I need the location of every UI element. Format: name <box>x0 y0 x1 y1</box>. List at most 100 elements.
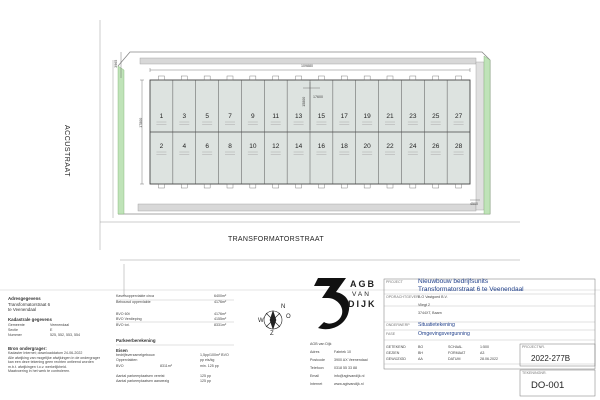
unit-number: 4 <box>182 143 186 150</box>
unit-number: 19 <box>364 113 372 120</box>
drawing-number-label: TEKENINGNR. <box>522 371 547 375</box>
unit-door <box>432 75 439 81</box>
unit-door <box>455 183 462 189</box>
unit-door <box>203 183 211 189</box>
compass-w: W <box>258 318 264 324</box>
compass-o: O <box>286 314 291 320</box>
unit-number: 27 <box>455 113 463 120</box>
drawing-value: Situatietekening <box>418 322 455 328</box>
source-note-line: kan een deze tekening geen rechten ontle… <box>8 360 94 365</box>
unit-number: 8 <box>228 143 232 150</box>
unit-number: 26 <box>432 143 440 150</box>
unit-number: 12 <box>272 143 280 150</box>
source-note-line: Kadaster Internet; downloaddatum 24-06-2… <box>8 351 83 355</box>
unit-door <box>272 183 279 189</box>
unit-door <box>181 183 188 189</box>
unit-number: 10 <box>249 143 257 150</box>
contact-value: Fabriek 10 <box>334 350 351 354</box>
unit-door <box>249 75 257 81</box>
meta-label-2: DATUM <box>448 357 461 361</box>
client-line-3: 3744XT, Baarn <box>418 311 442 315</box>
meta-label-2: SCHAAL <box>448 345 463 349</box>
unit-door <box>363 183 371 189</box>
unit-door <box>455 75 462 81</box>
green-verge-left <box>117 65 125 215</box>
client-line-2: Vliegt 2 <box>418 303 430 307</box>
unit-number: 1 <box>160 113 164 120</box>
meta-value-2: 1:500 <box>480 345 489 349</box>
unit-door <box>341 75 348 81</box>
meta-label: GEZIEN <box>386 351 400 355</box>
cadastral-value: Veenendaal <box>50 323 69 327</box>
contact-label: AGB van Dijk <box>310 342 332 346</box>
address-line-1: Transformatorstraat 6 <box>8 302 51 307</box>
area-label: Bebouwd oppervlakte <box>116 300 151 304</box>
area-label: BVO Verdieping <box>116 317 142 321</box>
unit-number: 25 <box>432 113 440 120</box>
phase-value: Omgevingsvergunning <box>418 331 470 337</box>
meta-label: GEWIJZIGD <box>386 357 406 361</box>
cadastral-value: E <box>50 328 53 332</box>
agb-logo-mark <box>314 278 350 330</box>
drawing-label: ONDERWERP <box>386 323 410 327</box>
area-label: Kavelsopperviakte circa <box>116 294 154 298</box>
address-title: Adresgegevens <box>8 296 41 301</box>
area-value: 6400m² <box>214 294 227 298</box>
project-title: Nieuwbouw bedrijfsunits <box>418 278 489 285</box>
unit-door <box>158 183 165 189</box>
project-number: 2022-277B <box>531 354 571 363</box>
source-note-line: Maatvoering in het werk te controleren. <box>8 369 71 374</box>
source-title: Bron ondergrager: <box>8 346 47 351</box>
parking-value: pp eis/kg <box>200 358 215 362</box>
unit-number: 9 <box>251 113 255 120</box>
contact-value: 0318 55 33 88 <box>334 366 357 370</box>
address-line-2: te Veenendaal <box>8 307 37 312</box>
unit-number: 13 <box>295 113 303 120</box>
unit-door <box>158 75 165 81</box>
unit-number: 5 <box>205 113 209 120</box>
contact-label: Telefoon <box>310 366 324 370</box>
door-marks <box>158 75 462 189</box>
contact-value: www.agbvandijk.nl <box>334 382 364 386</box>
unit-number: 14 <box>295 143 303 150</box>
area-value: 4176m² <box>214 300 227 304</box>
source-note-line: Alle afwijking van mogelijke afwijkingen… <box>8 355 100 360</box>
parking-heading: Eisen <box>116 348 128 353</box>
unit-door <box>295 183 302 189</box>
north-arrow <box>263 310 283 330</box>
parking-value: min. 125 pp <box>200 364 219 368</box>
cadastral-title: Kadastrale gegevens <box>8 317 52 322</box>
meta-label: GETEKEND <box>386 345 406 349</box>
contact-label: Email <box>310 374 319 378</box>
cadastral-label: Nummer <box>8 333 22 337</box>
unit-door <box>432 183 439 189</box>
area-value: 4155m² <box>214 317 227 321</box>
contact-label: Adres <box>310 350 320 354</box>
unit-number: 17 <box>341 113 349 120</box>
street-label-transformatorstraat: TRANSFORMATORSTRAAT <box>228 236 324 243</box>
logo-text-dijk: DIJK <box>348 299 377 309</box>
unit-number: 28 <box>455 143 463 150</box>
contact-value: 3900 AX Veenendaal <box>334 358 368 362</box>
phase-label: FASE <box>386 332 396 336</box>
parking-strip-top <box>139 57 477 65</box>
parking-title: Parkeerberekening <box>116 338 156 343</box>
unit-number: 15 <box>318 113 326 120</box>
parking-label: Oppervlakten <box>116 358 138 362</box>
dim-left: 17800 <box>139 117 144 128</box>
unit-number: 2 <box>160 143 164 150</box>
area-label: BVO tot. <box>116 323 130 327</box>
unit-door <box>409 75 417 81</box>
project-number-label: PROJECTNR. <box>522 345 545 349</box>
unit-door <box>226 183 234 189</box>
parking-strip-bottom <box>137 203 477 212</box>
compass-z: Z <box>270 331 274 337</box>
meta-value: BH <box>418 351 423 355</box>
parking-mid: 8311m² <box>160 364 172 368</box>
client-line-1: B.O Vastgoed B.V. <box>418 295 448 299</box>
green-verge-right <box>483 55 491 215</box>
unit-door <box>226 75 234 81</box>
area-value: 4176m² <box>214 312 227 316</box>
